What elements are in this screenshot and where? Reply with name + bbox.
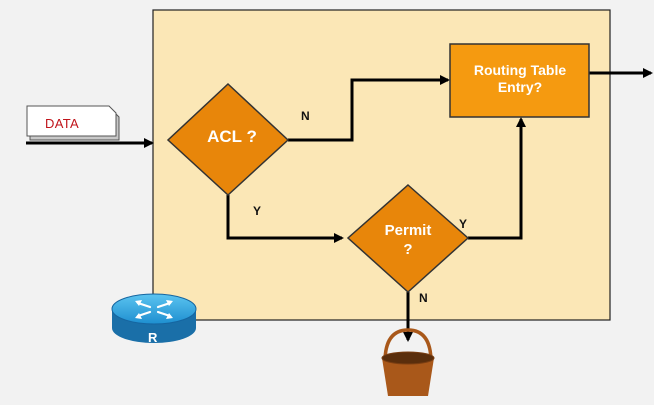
- acl-no-label: N: [301, 109, 310, 123]
- router-letter: R: [148, 330, 158, 345]
- permit-no-label: N: [419, 291, 428, 305]
- acl-yes-arrow: [226, 195, 344, 243]
- data-label: DATA: [45, 116, 79, 131]
- routing-label-line1: Routing Table: [473, 62, 567, 78]
- acl-decision: [166, 82, 290, 197]
- bucket-icon: [381, 328, 435, 396]
- permit-yes-arrow: [468, 117, 526, 240]
- acl-label: ACL ?: [207, 127, 257, 146]
- permit-decision: [346, 183, 470, 294]
- routing-table-label: Routing Table Entry?: [452, 62, 588, 96]
- routing-label-line2: Entry?: [497, 79, 543, 95]
- routing-table-box: [449, 43, 590, 118]
- permit-yes-label: Y: [459, 217, 468, 231]
- acl-yes-label: Y: [253, 204, 262, 218]
- permit-label-line1: Permit: [384, 222, 432, 239]
- acl-no-arrow: [288, 75, 450, 142]
- data-packet-icon: [26, 105, 120, 141]
- permit-label-line2: ?: [403, 241, 413, 258]
- router-icon: [111, 293, 197, 343]
- permit-label: Permit ?: [368, 221, 448, 259]
